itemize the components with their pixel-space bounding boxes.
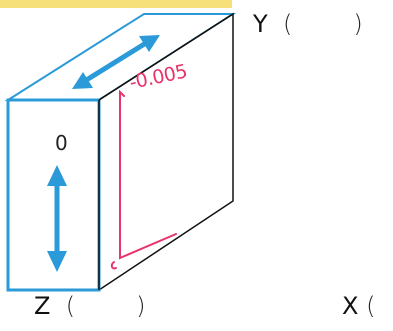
front-double-arrow-icon (47, 165, 67, 272)
y-paren-close: ) (353, 10, 363, 38)
z-paren-close: ) (136, 292, 146, 320)
red-ink-axes (110, 89, 177, 270)
y-paren-open: ( (282, 10, 293, 38)
y-axis-name: Y (253, 10, 268, 38)
z-paren-open: ( (65, 292, 76, 320)
x-axis-name: X (342, 292, 359, 320)
z-axis-name: Z (34, 292, 51, 320)
front-face-value: 0 (55, 131, 68, 155)
z-axis-label: Z ( ) (34, 294, 146, 318)
top-double-arrow-icon (72, 35, 160, 89)
y-axis-label: Y ( ) (253, 12, 363, 36)
x-axis-label: X ( (342, 294, 375, 318)
highlight-strip (0, 0, 232, 8)
cuboid-edge (98, 13, 234, 101)
x-paren-open: ( (366, 292, 376, 320)
